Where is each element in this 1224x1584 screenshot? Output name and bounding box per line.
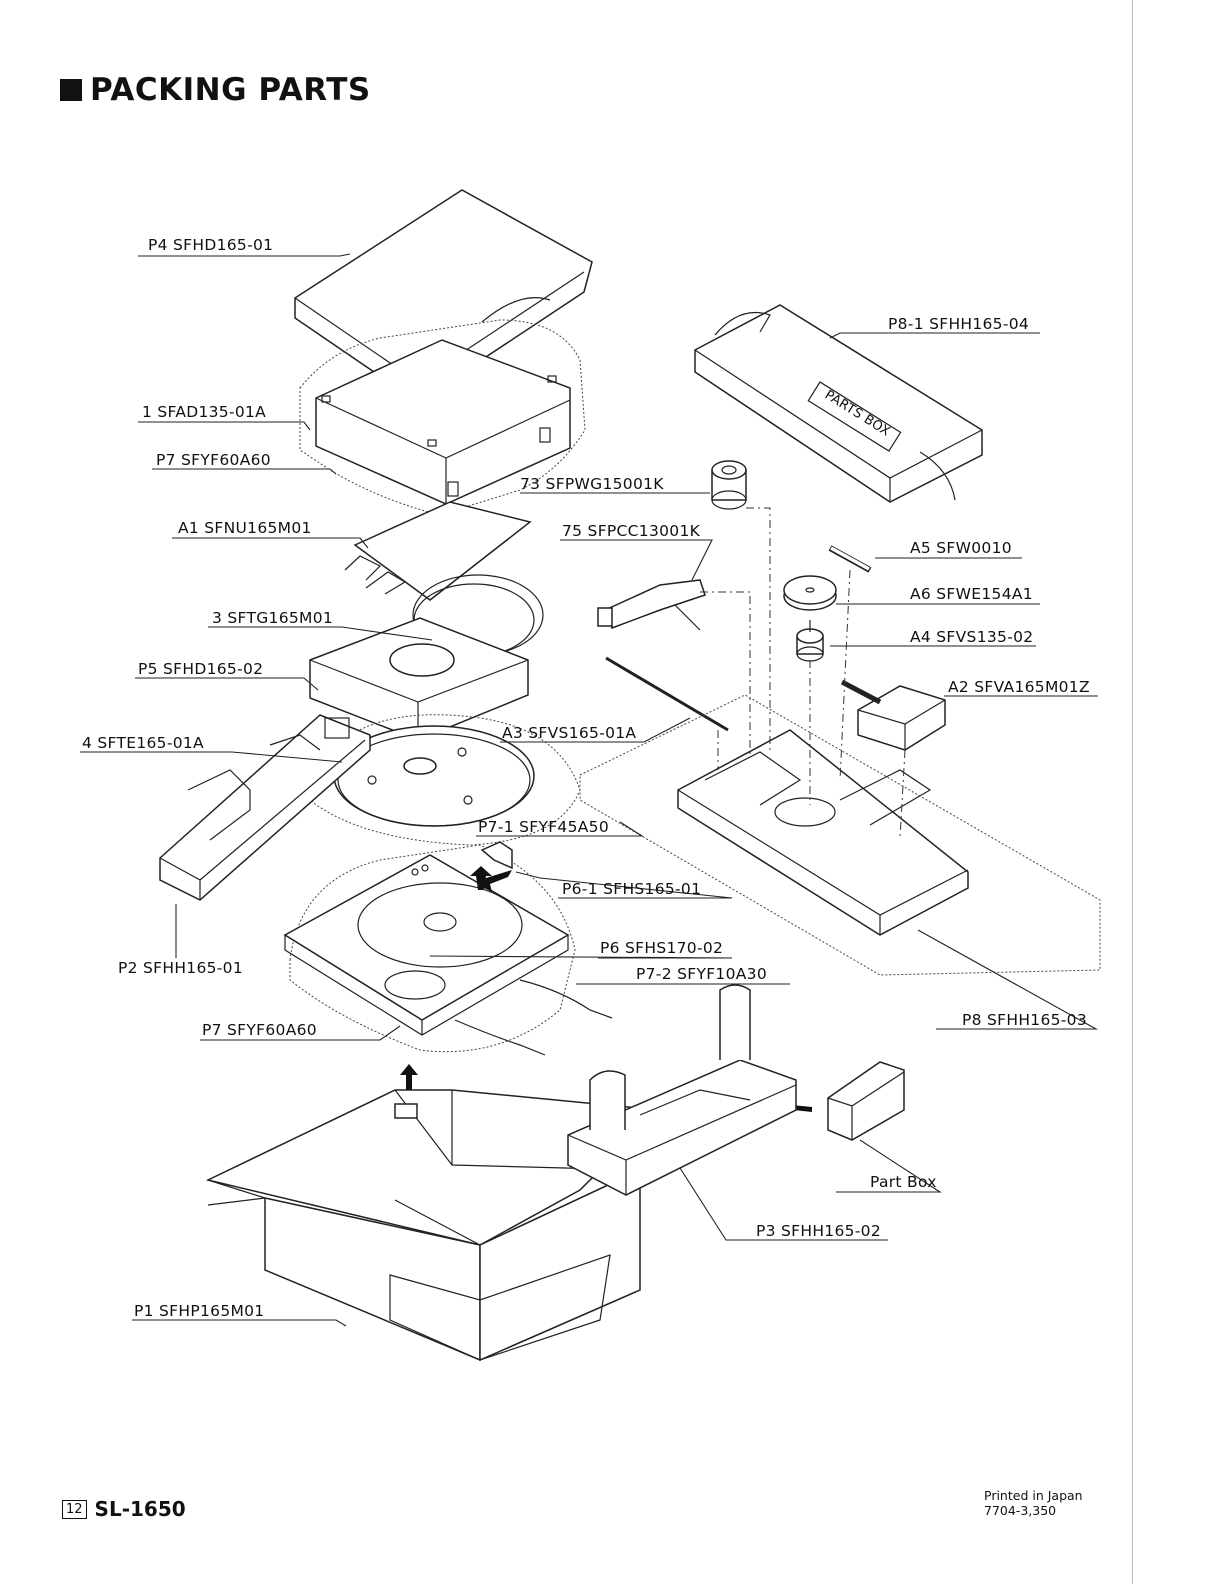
label-p8: P8 SFHH165-03 [962, 1011, 1087, 1029]
section-heading: PACKING PARTS [60, 72, 371, 108]
headshell-75-drawing [597, 579, 706, 631]
leader-lines [80, 253, 1099, 1327]
dust-cover-drawing [299, 319, 586, 516]
section-title: PACKING PARTS [90, 72, 371, 108]
protector-p6-1-drawing [480, 841, 513, 870]
label-a1: A1 SFNU165M01 [178, 519, 312, 537]
label-part-box: Part Box [870, 1173, 937, 1191]
page-number: 12 [62, 1499, 87, 1519]
label-a4: A4 SFVS135-02 [910, 628, 1033, 646]
label-item-75: 75 SFPCC13001K [562, 522, 701, 540]
footer-print-info: Printed in Japan 7704-3,350 [984, 1488, 1083, 1518]
page-edge-rule [1132, 0, 1133, 1584]
label-item-3: 3 SFTG165M01 [212, 609, 333, 627]
print-code: 7704-3,350 [984, 1503, 1057, 1518]
label-p7-1: P7-1 SFYF45A50 [478, 818, 609, 836]
footer-model: 12 SL-1650 [62, 1497, 186, 1521]
foam-p3-drawing [567, 984, 797, 1196]
heading-square-bullet [60, 79, 82, 101]
label-p7-2: P7-2 SFYF10A30 [636, 965, 767, 983]
label-a2: A2 SFVA165M01Z [948, 678, 1090, 696]
label-p7-bottom: P7 SFYF60A60 [202, 1021, 317, 1039]
carton-p1-drawing [205, 1089, 662, 1362]
parts-box-p8-1-drawing: PARTS BOX [694, 304, 983, 503]
spacer-a4-drawing [796, 620, 824, 662]
label-p2: P2 SFHH165-01 [118, 959, 243, 977]
label-p8-1: P8-1 SFHH165-04 [888, 315, 1029, 333]
label-p6: P6 SFHS170-02 [600, 939, 723, 957]
label-p7-top: P7 SFYF60A60 [156, 451, 271, 469]
sleeve-p5-drawing [309, 617, 529, 741]
label-a6: A6 SFWE154A1 [910, 585, 1033, 603]
platter-drawing [309, 714, 581, 846]
label-a5: A5 SFW0010 [910, 539, 1012, 557]
label-item-4: 4 SFTE165-01A [82, 734, 204, 752]
model-number: SL-1650 [94, 1497, 186, 1521]
part-box-drawing [827, 1061, 905, 1141]
label-item-73: 73 SFPWG15001K [520, 475, 664, 493]
pin-a5-drawing [828, 545, 872, 573]
label-p5: P5 SFHD165-02 [138, 660, 263, 678]
label-p3: P3 SFHH165-02 [756, 1222, 881, 1240]
washer-a6-drawing [783, 575, 837, 611]
gauge-a2-drawing [840, 679, 946, 751]
label-p4: P4 SFHD165-01 [148, 236, 273, 254]
label-a3: A3 SFVS165-01A [502, 724, 636, 742]
lid-p4-drawing [294, 189, 593, 403]
label-p1: P1 SFHP165M01 [134, 1302, 264, 1320]
cords-p7-2-drawing [454, 979, 613, 1056]
printed-in: Printed in Japan [984, 1488, 1083, 1503]
assembly-dash-lines [700, 507, 906, 839]
foam-p2-drawing [159, 714, 371, 901]
label-item-1: 1 SFAD135-01A [142, 403, 266, 421]
label-p6-1: P6-1 SFHS165-01 [562, 880, 701, 898]
weight-73-drawing [711, 460, 747, 510]
sheet-a1-drawing [344, 501, 532, 601]
tray-p8-drawing [579, 694, 1101, 976]
turntable-drawing [283, 844, 576, 1053]
rod-drawing [605, 656, 729, 732]
